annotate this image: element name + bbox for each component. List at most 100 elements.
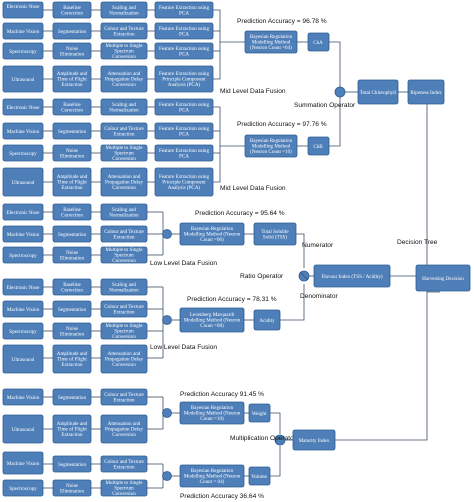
- spectroscopy-label: Spectroscopy: [9, 253, 37, 259]
- svg-text:Maturity Index: Maturity Index: [299, 438, 330, 444]
- machine-vision-label: Machine Vision: [7, 129, 40, 135]
- svg-text:Ripeness Index: Ripeness Index: [410, 90, 442, 96]
- cha-label: ChA: [313, 40, 323, 46]
- svg-text:Total Chlorophyll: Total Chlorophyll: [360, 90, 397, 96]
- svg-text:Segmentation: Segmentation: [58, 232, 86, 238]
- accuracy-6-label: Prediction Accuracy 36.64 %: [180, 493, 264, 500]
- spectroscopy-label: Spectroscopy: [9, 49, 37, 55]
- fusion-node-3: [162, 229, 172, 239]
- segmentation-label: Segmentation: [58, 307, 86, 313]
- segmentation-label: Segmentation: [58, 462, 86, 468]
- electronic-nose-label: Electronic Nose: [7, 105, 40, 111]
- segmentation-label: Segmentation: [58, 129, 86, 135]
- svg-text:Segmentation: Segmentation: [58, 129, 86, 135]
- machine-vision-label: Machine Vision: [7, 395, 40, 401]
- svg-text:Acidity: Acidity: [259, 318, 275, 324]
- operator-nodes: [162, 86, 346, 481]
- decision-tree-label: Decision Tree: [397, 239, 438, 246]
- svg-text:Segmentation: Segmentation: [58, 462, 86, 468]
- machine-vision-label: Machine Vision: [7, 461, 40, 467]
- maturity-label: Maturity Index: [299, 438, 330, 444]
- volume-label: Volume: [251, 474, 267, 480]
- summation-label: Summation Operator: [294, 102, 356, 109]
- svg-text:Volume: Volume: [251, 474, 267, 480]
- svg-text:Flavour Index (TSS / Acidity): Flavour Index (TSS / Acidity): [321, 273, 382, 280]
- segmentation-label: Segmentation: [58, 395, 86, 401]
- svg-text:Ultrasound: Ultrasound: [12, 427, 35, 433]
- electronic-nose-label: Electronic Nose: [7, 4, 40, 10]
- svg-text:Electronic Nose: Electronic Nose: [7, 4, 40, 10]
- ultrasound-label: Ultrasound: [12, 77, 35, 83]
- fusion-node-4: [162, 315, 172, 325]
- flavour-label: Flavour Index (TSS / Acidity): [321, 273, 382, 280]
- svg-text:Weight: Weight: [252, 411, 267, 417]
- low-fusion-label-2: Low Level Data Fusion: [150, 344, 217, 351]
- svg-text:ChB: ChB: [313, 144, 323, 150]
- svg-text:Machine Vision: Machine Vision: [7, 232, 40, 238]
- spectroscopy-label: Spectroscopy: [9, 486, 37, 492]
- block-5: Machine Vision Segmentation Colour and T…: [2, 388, 336, 451]
- acidity-label: Acidity: [259, 318, 275, 324]
- svg-text:Ultrasound: Ultrasound: [12, 77, 35, 83]
- svg-text:Machine Vision: Machine Vision: [7, 29, 40, 35]
- machine-vision-label: Machine Vision: [7, 232, 40, 238]
- accuracy-3-label: Prediction Accuracy = 95.64 %: [195, 210, 285, 217]
- accuracy-2-label: Prediction Accuracy = 97.76 %: [237, 121, 327, 128]
- svg-text:Machine Vision: Machine Vision: [7, 307, 40, 313]
- svg-text:Spectroscopy: Spectroscopy: [9, 253, 37, 259]
- segmentation-label: Segmentation: [58, 232, 86, 238]
- total-chlorophyll-label: Total Chlorophyll: [360, 90, 397, 96]
- mid-fusion-label-2: Mid Level Data Fusion: [220, 185, 286, 192]
- spectroscopy-label: Spectroscopy: [9, 151, 37, 157]
- accuracy-1-label: Prediction Accuracy = 96.78 %: [237, 18, 327, 25]
- multiplication-node: [274, 434, 286, 446]
- svg-text:Ultrasound: Ultrasound: [12, 180, 35, 186]
- electronic-nose-label: Electronic Nose: [7, 285, 40, 291]
- svg-text:Ultrasound: Ultrasound: [12, 357, 35, 363]
- multiplication-label: Multiplication Operator: [230, 435, 297, 442]
- svg-text:Spectroscopy: Spectroscopy: [9, 329, 37, 335]
- svg-text:Segmentation: Segmentation: [58, 29, 86, 35]
- electronic-nose-label: Electronic Nose: [7, 210, 40, 216]
- svg-text:Spectroscopy: Spectroscopy: [9, 151, 37, 157]
- segmentation-label: Segmentation: [58, 29, 86, 35]
- harvesting-label: Harvesting Decision: [422, 276, 464, 282]
- ultrasound-label: Ultrasound: [12, 427, 35, 433]
- spectroscopy-label: Spectroscopy: [9, 329, 37, 335]
- svg-text:Spectroscopy: Spectroscopy: [9, 486, 37, 492]
